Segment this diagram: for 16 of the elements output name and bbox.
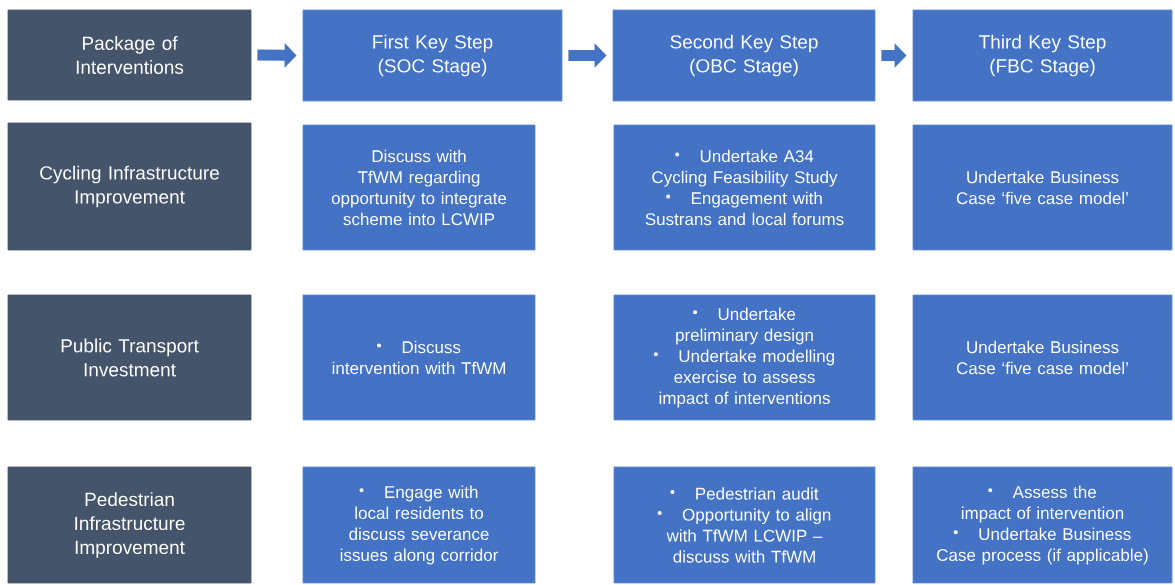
action-box: Discuss intervention with TfWM bbox=[302, 294, 536, 421]
category-box: Package of Interventions bbox=[7, 9, 252, 101]
action-box: Undertake Business Case ‘five case model’ bbox=[912, 294, 1173, 421]
category-box: Cycling Infrastructure Improvement bbox=[7, 122, 252, 251]
action-box: Undertake A34 Cycling Feasibility Study Engagement with Sustrans and local forums bbox=[613, 124, 876, 251]
category-box: Pedestrian Infrastructure Improvement bbox=[7, 466, 252, 584]
action-box: Engage with local residents to discuss severance issues along corridor bbox=[302, 466, 536, 584]
action-box: Undertake preliminary design Undertake modelling exercise to assess impact of interventions bbox=[613, 294, 876, 421]
action-box: Pedestrian audit Opportunity to align with TfWM LCWIP – discuss with TfWM bbox=[613, 466, 876, 584]
action-box: Undertake Business Case ‘five case model’ bbox=[912, 124, 1173, 251]
category-box: Public Transport Investment bbox=[7, 294, 252, 421]
stage-box: Second Key Step (OBC Stage) bbox=[612, 9, 876, 102]
stage-box: Third Key Step (FBC Stage) bbox=[912, 9, 1173, 102]
stage-box: First Key Step (SOC Stage) bbox=[302, 9, 563, 102]
action-box: Discuss with TfWM regarding opportunity to integrate scheme into LCWIP bbox=[302, 124, 536, 251]
action-box: Assess the impact of intervention Undertake Business Case process (if applicable) bbox=[912, 466, 1173, 584]
